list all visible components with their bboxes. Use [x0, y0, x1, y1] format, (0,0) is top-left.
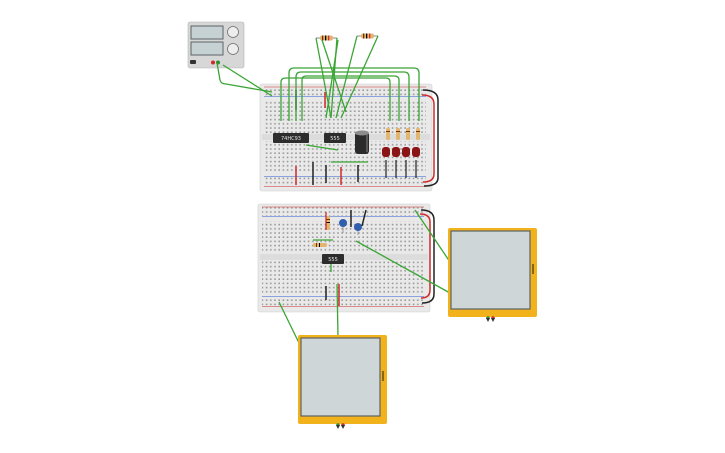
oscilloscope-right[interactable]	[448, 228, 537, 322]
voltage-knob[interactable]	[227, 26, 239, 38]
positive-terminal[interactable]	[211, 60, 215, 65]
ceramic-capacitor-left[interactable]	[339, 219, 347, 233]
ic-74hc93-label: 74HC93	[281, 136, 301, 142]
breadboard-top[interactable]	[259, 83, 433, 192]
resistor-board-bottom-2[interactable]	[313, 243, 327, 247]
power-supply[interactable]	[187, 21, 245, 69]
electrolytic-capacitor[interactable]	[355, 130, 369, 155]
power-switch[interactable]	[190, 60, 196, 64]
ic-555-timer-bottom[interactable]: 555	[322, 254, 344, 264]
oscilloscope-bottom[interactable]	[298, 335, 387, 429]
ic-555-top-label: 555	[330, 136, 340, 142]
board-top-green-wires	[216, 35, 420, 163]
resistor-top-right[interactable]	[357, 33, 378, 39]
resistor-top-left[interactable]	[316, 35, 337, 41]
oscilloscope-bottom-screen	[300, 337, 381, 417]
board-bottom-green-wires	[278, 209, 451, 346]
ic-555-bottom-label: 555	[328, 257, 338, 263]
ceramic-capacitor-right[interactable]	[354, 223, 362, 235]
oscilloscope-right-screen	[450, 230, 531, 310]
led-resistors[interactable]	[386, 128, 420, 140]
ic-555-timer-top[interactable]: 555	[324, 133, 346, 143]
resistor-board-bottom-1[interactable]	[326, 216, 330, 230]
led-array[interactable]	[382, 147, 420, 157]
ic-74hc93[interactable]: 74HC93	[273, 133, 309, 143]
current-knob[interactable]	[227, 43, 239, 55]
board-top-jumpers	[295, 89, 439, 187]
board-bottom-jumpers	[313, 209, 435, 306]
